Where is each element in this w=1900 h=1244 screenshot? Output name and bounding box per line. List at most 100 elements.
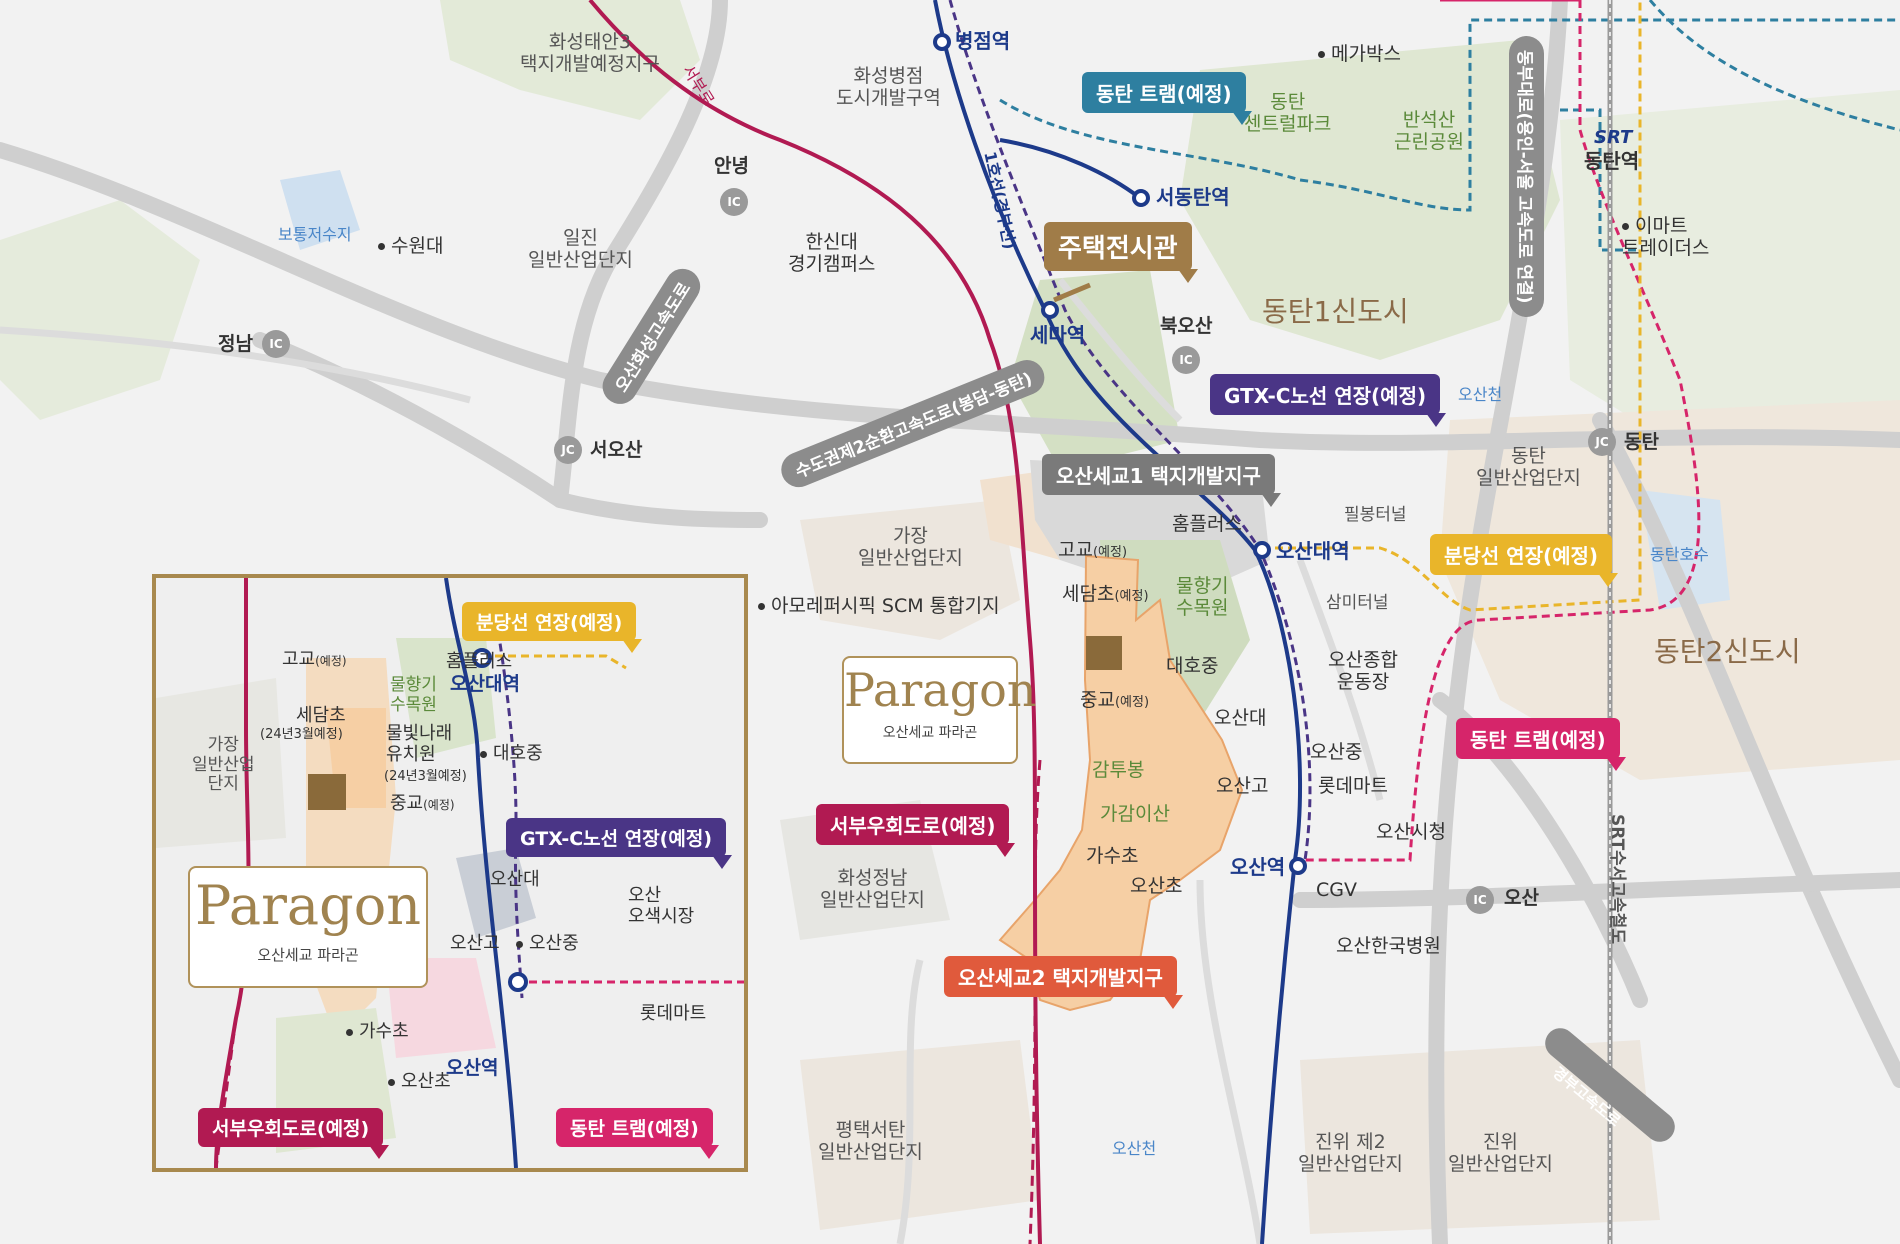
sedamcho-name: 세담초 (1062, 583, 1115, 605)
homeplus-label: 홈플러스 (1172, 513, 1242, 535)
inset-junggyo-name: 중교 (390, 793, 424, 814)
inset-sedamcho-note: (24년3월예정) (260, 727, 343, 742)
inset-seobu-callout: 서부우회도로(예정) (198, 1108, 390, 1159)
botong-label: 보통저수지 (278, 225, 352, 244)
lottemart-label: 롯데마트 (1318, 775, 1388, 797)
inset-gasucho: 가수초 (346, 1021, 409, 1043)
samitunnel-label: 삼미터널 (1326, 593, 1389, 613)
green-area (0, 200, 200, 420)
inset-daehojung: 대호중 (480, 743, 543, 765)
byeongjeom-station: 병점역 (955, 29, 1011, 53)
gogyo-label: 고교(예정) (1058, 539, 1127, 562)
dongtan2-label: 동탄2신도시 (1654, 635, 1801, 668)
osandae-label: 오산대 (1214, 707, 1267, 729)
bukosan-ic-marker: IC (1172, 346, 1200, 374)
junggyo-note: (예정) (1114, 695, 1150, 710)
paragon-card: Paragon 오산세교 파라곤 (842, 656, 1037, 764)
inset-sedamcho: 세담초 (296, 705, 346, 726)
paragon-site (1086, 636, 1122, 670)
inset-osandae: 오산대 (490, 869, 540, 890)
paragon-sub: 오산세교 파라곤 (882, 725, 978, 741)
srt-road-label: SRT수서고속철도 (1607, 814, 1627, 945)
junggyo-label: 중교(예정) (1080, 689, 1150, 712)
osan1-callout: 오산세교1 택지개발지구 (1042, 454, 1281, 507)
inset-bundang-line (482, 654, 627, 670)
junggyo-name: 중교 (1080, 689, 1115, 711)
beige-area (1300, 1040, 1660, 1234)
seoosan-jc-marker: JC (554, 436, 582, 464)
jinwi2-label: 진위 제2 일반산업단지 (1298, 1131, 1403, 1175)
megabox-label: 메가박스 (1318, 43, 1401, 66)
gasucho-label: 가수초 (1086, 845, 1139, 867)
seoosan-jc-label: 서오산 (590, 439, 643, 461)
inset-junggyo-note: (예정) (423, 798, 455, 812)
sedamcho-label: 세담초(예정) (1062, 583, 1149, 606)
hwaseong-jeongnam-label: 화성정남 일반산업단지 (820, 867, 925, 911)
jeongnam-ic-label: 정남 (218, 333, 253, 355)
cgv-label: CGV (1316, 879, 1357, 901)
osandae-station: 오산대역 (1276, 539, 1350, 563)
osan-cityhall-label: 오산시청 (1376, 821, 1446, 843)
suwondae-label: 수원대 (378, 235, 443, 258)
srt-logo: SRT (1594, 127, 1633, 148)
hwaseong-byeongjeom-label: 화성병점 도시개발구역 (836, 65, 941, 109)
emart-label: 이마트 트레이더스 (1622, 215, 1710, 259)
bukosan-ic-label: 북오산 (1160, 315, 1213, 337)
osan-hospital-label: 오산한국병원 (1336, 935, 1441, 957)
bansuksan-label: 반석산 근린공원 (1394, 109, 1464, 153)
green-area (1180, 40, 1560, 360)
jinwi-label: 진위 일반산업단지 (1448, 1131, 1553, 1175)
iljin-label: 일진 일반산업단지 (528, 227, 633, 271)
bundang-callout: 분당선 연장(예정) (1430, 534, 1619, 587)
srt-dongtan-station: 동탄역 (1584, 149, 1640, 173)
inset-bundang-callout: 분당선 연장(예정) (462, 602, 643, 653)
inset-tram-callout: 동탄 트램(예정) (556, 1108, 719, 1159)
osancheon-bottom-label: 오산천 (1112, 1139, 1157, 1158)
osan-sports-label: 오산종합 운동장 (1328, 649, 1398, 693)
inset-line1 (444, 578, 518, 1168)
annyeong-ic-marker: IC (720, 188, 748, 216)
inset-homeplus: 홈플러스 (446, 651, 513, 672)
gyeongbu-pill (1545, 1028, 1675, 1142)
inset-junggyo: 중교(예정) (390, 793, 455, 815)
dongtan-tram-line (999, 18, 1900, 212)
green-area (440, 0, 700, 120)
inset-osan-station: 오산역 (446, 1057, 499, 1079)
amore-label: 아모레퍼시픽 SCM 통합기지 (758, 595, 1000, 618)
seodongtan-branch (999, 138, 1142, 200)
seodongtan-station-marker (1132, 189, 1150, 207)
osan-station-marker (1289, 857, 1307, 875)
pyeongtaek-label: 평택서탄 일반산업단지 (818, 1119, 923, 1163)
osan-ic-marker: IC (1466, 886, 1494, 914)
dongtan-central-label: 동탄 센트럴파크 (1244, 91, 1332, 135)
daehojung-label: 대호중 (1166, 655, 1219, 677)
inset-gogyo: 고교(예정) (282, 649, 347, 671)
osancheon-top-label: 오산천 (1458, 385, 1503, 404)
osandae-station-marker (1253, 541, 1271, 559)
pilbong-label: 필봉터널 (1344, 505, 1407, 525)
dongtan-ind-label: 동탄 일반산업단지 (1476, 445, 1581, 489)
annyeong-ic-label: 안녕 (714, 155, 749, 177)
inset-osandae-marker (472, 648, 492, 668)
gagamisan-label: 가감이산 (1100, 803, 1170, 825)
dongtan-jc-marker: JC (1588, 428, 1616, 456)
house-callout: 주택전시관 (1044, 222, 1198, 283)
byeongjeom-station-marker (933, 33, 951, 51)
inset-gtx-callout: GTX-C노선 연장(예정) (506, 818, 733, 869)
inset-gogyo-name: 고교 (282, 649, 316, 670)
osan-station: 오산역 (1230, 855, 1286, 879)
gogyo-name: 고교 (1058, 539, 1093, 561)
inset-paragon-sub: 오산세교 파라곤 (257, 946, 359, 964)
sema-station: 세마역 (1030, 323, 1086, 347)
inset-paragon-card: Paragon 오산세교 파라곤 (188, 866, 428, 988)
osanjung-label: 오산중 (1310, 741, 1363, 763)
inset-gajang: 가장 일반산업 단지 (192, 735, 255, 795)
house-pointer (1053, 282, 1091, 303)
gamtubong-label: 감투봉 (1092, 759, 1145, 781)
inset-mulbit-note: (24년3월예정) (384, 769, 467, 784)
botong-reservoir (280, 170, 360, 250)
inset-paragon-site (308, 774, 346, 810)
sema-station-marker (1041, 301, 1059, 319)
osancho-label: 오산초 (1130, 875, 1183, 897)
